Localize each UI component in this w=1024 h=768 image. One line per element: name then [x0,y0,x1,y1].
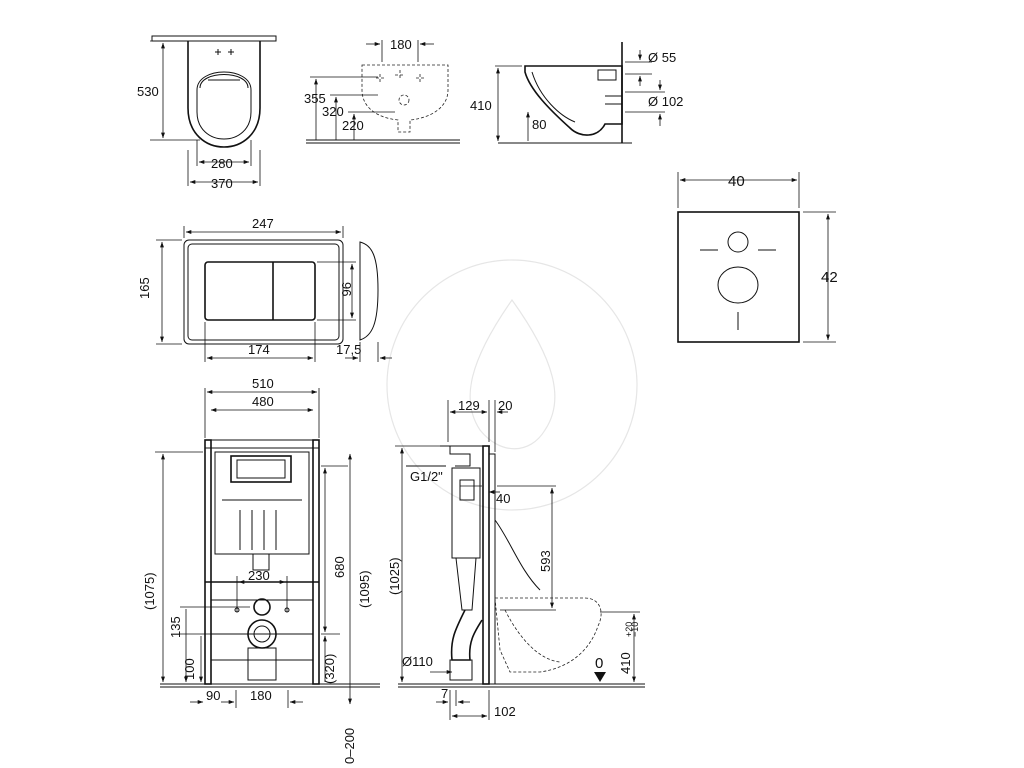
frame-inlet-height-label: 135 [168,616,183,638]
side-bowl-height-label: 410 [618,652,633,674]
side-depth-top-label: 129 [458,398,480,413]
side-floor-offset-label: 7 [441,686,448,701]
frame-inner-width-label: 480 [252,394,274,409]
side-water-inlet-label: G1/2" [410,469,443,484]
rear-h3-label: 220 [342,118,364,133]
side-tolerance-minus-label: −10 [630,622,640,637]
bowl-top-outer-width-label: 370 [211,176,233,191]
bowl-top-view: 530 280 370 [137,35,277,191]
side-height-label: 410 [470,98,492,113]
bowl-side-view: Ø 55 Ø 102 410 80 [470,42,683,144]
frame-side-view: 129 20 G1/2" 40 (1025) 593 Ø110 7 102 41… [387,398,645,720]
side-bolt-height-label: 593 [538,550,553,572]
plate-thickness-label: 17,5 [336,342,361,357]
watermark-drop-logo [386,259,638,511]
frame-front-view: 510 480 (1075) 680 (1095) 230 135 100 (3… [142,376,380,764]
side-outlet-dia-label: Ø 102 [648,94,683,109]
frame-foot-offset-label: 90 [206,688,220,703]
side-floor-level-label: 0 [595,655,603,672]
plate-buttons-height-label: 96 [339,282,354,296]
plate-height-label: 165 [137,277,152,299]
side-height-label: (1025) [387,557,402,595]
bowl-rear-view: 180 355 320 220 [304,37,460,144]
pad-height-label: 42 [821,269,838,286]
frame-full-height-label: (1095) [357,570,372,608]
frame-foot-range-label: 0–200 [342,728,357,764]
side-depth-plate-label: 20 [498,398,512,413]
frame-drain-axis-label: (320) [322,654,337,684]
side-drain-dia-label: Ø110 [402,654,433,669]
flush-plate-drawing: 247 165 96 174 17,5 [137,216,392,362]
soundproof-pad-drawing: 40 42 [677,172,838,343]
rear-h2-label: 320 [322,104,344,119]
pad-width-label: 40 [728,173,745,190]
plate-width-label: 247 [252,216,274,231]
rear-fixing-spacing-label: 180 [390,37,412,52]
frame-drain-height-label: 100 [182,658,197,680]
bowl-top-inner-width-label: 280 [211,156,233,171]
side-drain-offset-label: 102 [494,704,516,719]
frame-outer-width-label: 510 [252,376,274,391]
frame-drain-width-label: 180 [250,688,272,703]
frame-bolt-spacing-label: 230 [248,568,270,583]
side-offset-label: 80 [532,117,546,132]
frame-total-height-label: (1075) [142,572,157,610]
plate-buttons-width-label: 174 [248,342,270,357]
bowl-top-depth-label: 530 [137,84,159,99]
side-tolerance-plus-label: +20 [624,622,634,637]
frame-mid-height-label: 680 [332,556,347,578]
side-inlet-dia-label: Ø 55 [648,50,676,65]
rear-h1-label: 355 [304,91,326,106]
side-offset-label: 40 [496,491,510,506]
